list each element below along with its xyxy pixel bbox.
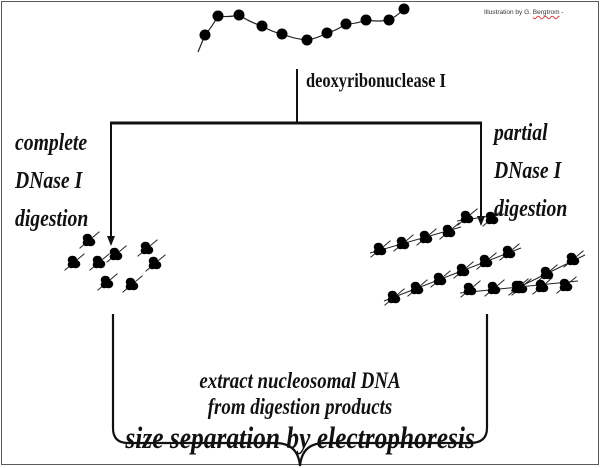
histone-lobe xyxy=(487,286,496,295)
linker-dna xyxy=(383,247,522,302)
nucleosome xyxy=(137,239,158,257)
nucleosome xyxy=(370,240,391,258)
histone-lobe xyxy=(67,260,76,269)
histone-lobe xyxy=(410,286,419,295)
credit-name: Bergtrom xyxy=(532,9,560,16)
histone-lobe xyxy=(479,259,488,268)
nucleosome xyxy=(499,243,520,261)
extract-dna-label: extract nucleosomal DNA from digestion p… xyxy=(150,368,450,420)
right-arrow-head-icon xyxy=(477,216,485,226)
histone-lobe xyxy=(502,250,511,259)
nucleosome xyxy=(460,280,481,298)
histone-lobe xyxy=(442,229,451,238)
nucleosome-bead xyxy=(199,29,211,41)
nucleosome-bead xyxy=(340,18,352,30)
histone-lobe xyxy=(566,257,575,266)
nucleosome-bead xyxy=(256,20,268,32)
nucleosome-bead xyxy=(276,28,288,40)
nucleosome xyxy=(457,208,478,226)
nucleosome xyxy=(563,250,584,268)
complete-digestion-line-3: digestion xyxy=(15,206,89,232)
nucleosome xyxy=(64,253,85,271)
nucleosome xyxy=(416,228,437,246)
partial-digestion-line-1: partial xyxy=(494,120,548,146)
oligonucleosome-chain xyxy=(456,208,505,227)
histone-lobe xyxy=(140,246,149,255)
extract-line-1: extract nucleosomal DNA xyxy=(199,368,401,393)
complete-digestion-line-2: DNase I xyxy=(15,168,83,194)
histone-lobe xyxy=(456,268,465,277)
complete-digestion-line-1: complete xyxy=(15,130,88,156)
nucleosome xyxy=(106,245,127,263)
chromatin-fiber xyxy=(197,3,410,53)
histone-lobe xyxy=(511,285,520,294)
histone-lobe xyxy=(535,284,544,293)
nucleosome xyxy=(453,261,474,279)
oligonucleosome-chain xyxy=(383,243,522,306)
nucleosome xyxy=(556,276,577,294)
oligonucleosome-chain xyxy=(369,222,462,258)
nucleosome xyxy=(89,253,110,271)
histone-lobe xyxy=(109,252,118,261)
nucleosome xyxy=(508,278,529,296)
histone-lobe xyxy=(463,287,472,296)
nucleosome-bead xyxy=(321,27,333,39)
nucleosome xyxy=(384,288,405,306)
nucleosome xyxy=(407,279,428,297)
nucleosome xyxy=(122,275,143,293)
left-arrow-head-icon xyxy=(107,236,115,246)
nucleosome xyxy=(97,273,118,291)
nucleosome xyxy=(532,277,553,295)
nucleosome xyxy=(145,254,166,272)
illustration-credit: Illustration by G. Bergtrom - xyxy=(484,9,564,16)
nucleosome xyxy=(476,252,497,270)
histone-lobe xyxy=(433,277,442,286)
nucleosome xyxy=(79,231,100,249)
partial-digestion-label: partial DNase I digestion xyxy=(494,114,567,228)
nucleosome-bead xyxy=(212,10,224,22)
nucleosome-bead xyxy=(301,34,313,46)
histone-lobe xyxy=(559,283,568,292)
nucleosome xyxy=(482,209,503,227)
nucleosome xyxy=(537,264,558,282)
nucleosome xyxy=(484,279,505,297)
histone-lobe xyxy=(419,235,428,244)
oligonucleosome-group xyxy=(369,208,586,306)
nucleosome xyxy=(393,234,414,252)
electrophoresis-label: size separation by electrophoresis xyxy=(60,420,540,456)
histone-lobe xyxy=(460,215,469,224)
electrophoresis-text: size separation by electrophoresis xyxy=(125,420,475,455)
credit-suffix: - xyxy=(559,9,564,16)
nucleosome-bead xyxy=(383,14,395,26)
nucleosome-bead xyxy=(360,14,372,26)
nucleosome-bead xyxy=(233,9,245,21)
mononucleosome-group xyxy=(64,231,166,293)
nucleosome xyxy=(430,270,451,288)
partial-digestion-line-3: digestion xyxy=(494,196,568,222)
histone-lobe xyxy=(373,247,382,256)
nucleosome-bead xyxy=(398,3,410,15)
extract-line-2: from digestion products xyxy=(207,394,393,419)
complete-digestion-label: complete DNase I digestion xyxy=(15,124,88,238)
enzyme-label: deoxyribonuclease I xyxy=(306,70,446,92)
histone-lobe xyxy=(92,260,101,269)
histone-lobe xyxy=(485,216,494,225)
credit-prefix: Illustration by G. xyxy=(484,9,533,16)
histone-lobe xyxy=(100,280,109,289)
merge-brace xyxy=(111,314,489,467)
histone-lobe xyxy=(148,261,157,270)
histone-lobe xyxy=(396,241,405,250)
histone-lobe xyxy=(125,282,134,291)
histone-lobe xyxy=(387,295,396,304)
partial-digestion-line-2: DNase I xyxy=(494,158,562,184)
dna-linker-strand xyxy=(197,8,405,53)
nucleosome xyxy=(439,222,460,240)
oligonucleosome-chain xyxy=(459,276,579,298)
histone-lobe xyxy=(540,271,549,280)
histone-lobe xyxy=(82,238,91,247)
